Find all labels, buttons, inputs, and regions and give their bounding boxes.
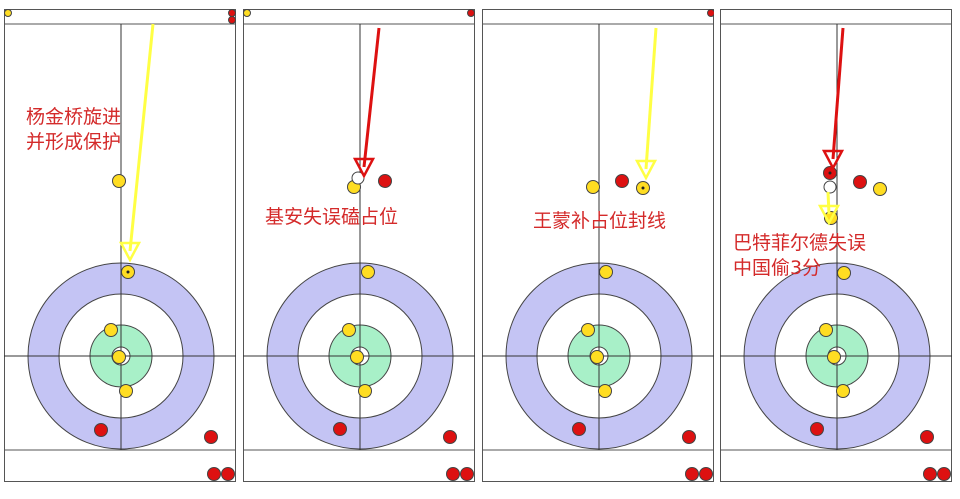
red-stone [204,430,218,444]
caption: 王蒙补占位封线 [533,209,666,234]
delivery-path-arrow [128,23,155,252]
caption-line: 基安失误磕占位 [265,206,399,228]
yellow-stone [586,180,600,194]
arrowhead-icon [821,149,845,171]
stone-origin-outline [823,180,837,194]
sheet-diagram-4: 巴特菲尔德失误 中国偷3分 [720,9,952,482]
yellow-stone [361,265,375,279]
red-stone-waiting [467,9,475,17]
yellow-stone [581,323,595,337]
sheet-diagram-1: 杨金桥旋进 并形成保护 [4,9,236,482]
red-stone [937,467,951,481]
red-stone-waiting [707,9,714,17]
caption-line: 杨金桥旋进 [26,106,122,128]
delivery-path-arrow [831,27,845,160]
caption-line: 巴特菲尔德失误 [733,232,867,254]
yellow-stone [104,323,118,337]
red-stone-waiting [228,9,236,17]
red-stone [207,467,221,481]
red-stone [460,467,474,481]
stone-marker [126,270,130,274]
sheet-svg [243,9,475,482]
red-stone [333,422,347,436]
yellow-stone [112,350,126,364]
yellow-stone [598,384,612,398]
yellow-stone [358,384,372,398]
red-stone [446,467,460,481]
red-stone [810,422,824,436]
red-stone [378,174,392,188]
caption: 杨金桥旋进 并形成保护 [26,105,121,155]
red-stone-waiting [228,16,236,24]
red-stone [221,467,235,481]
yellow-stone [819,323,833,337]
red-stone [923,467,937,481]
caption-line: 并形成保护 [26,131,122,153]
caption-line: 王蒙补占位封线 [533,210,667,232]
arrowhead-icon [118,241,142,263]
yellow-stone [590,350,604,364]
sheet-svg [4,9,236,482]
red-stone [682,430,696,444]
arrowhead-icon [817,204,841,226]
yellow-stone [342,323,356,337]
yellow-stone [119,384,133,398]
caption: 基安失误磕占位 [265,205,398,230]
sheet-svg [720,9,952,482]
yellow-stone [837,266,851,280]
yellow-stone [599,265,613,279]
caption-line: 中国偷3分 [733,257,822,279]
yellow-stone [350,350,364,364]
yellow-stone-waiting [4,9,12,17]
stone-marker [641,186,645,190]
yellow-stone [836,384,850,398]
arrowhead-icon [352,157,376,179]
delivery-path-arrow [826,191,831,215]
red-stone [699,467,713,481]
yellow-stone [827,350,841,364]
red-stone [920,430,934,444]
delivery-path-arrow [644,27,658,170]
sheet-diagram-2: 基安失误磕占位 [243,9,475,482]
delivery-path-arrow [362,27,381,168]
yellow-stone [873,182,887,196]
caption: 巴特菲尔德失误 中国偷3分 [733,231,866,281]
yellow-stone-waiting [243,9,251,17]
stone-marker [828,171,832,175]
red-stone [615,174,629,188]
red-stone [685,467,699,481]
red-stone [443,430,457,444]
yellow-stone [112,174,126,188]
sheet-svg [482,9,714,482]
red-stone [572,422,586,436]
sheet-diagram-3: 王蒙补占位封线 [482,9,714,482]
arrowhead-icon [634,159,658,181]
red-stone [853,175,867,189]
red-stone [94,423,108,437]
